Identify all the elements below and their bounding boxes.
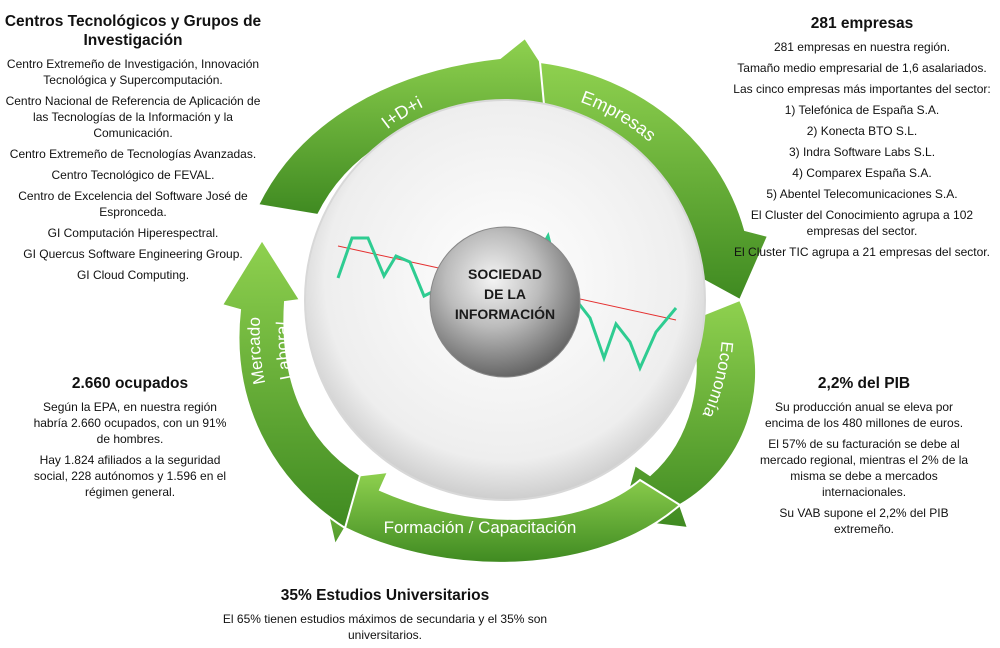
arrow-economia — [618, 298, 758, 530]
center-label-1: SOCIEDAD — [468, 266, 542, 282]
centros-item: GI Quercus Software Engineering Group. — [23, 247, 243, 261]
centros-item: Centro Tecnológico de FEVAL. — [51, 168, 215, 182]
ocupados-text-1: Según la EPA, en nuestra región habría 2… — [33, 400, 227, 446]
arrow-mercado — [220, 238, 362, 530]
centros-item: Centro de Excelencia del Software José d… — [18, 189, 248, 219]
empresas-list-item: 3) Indra Software Labs S.L. — [788, 145, 936, 159]
estudios-title: 35% Estudios Universitarios — [280, 587, 490, 604]
estudios-text: El 65% tienen estudios máximos de secund… — [222, 612, 548, 642]
pib-block: 2,2% del PIB Su producción anual se elev… — [754, 374, 974, 542]
segment-label-laboral: Laboral — [273, 321, 296, 381]
empresas-list-item: 2) Konecta BTO S.L. — [806, 124, 918, 138]
arrow-formacion — [318, 470, 682, 564]
centros-title: Centros Tecnológicos y Grupos de Investi… — [4, 13, 262, 49]
empresas-text-1: 281 empresas en nuestra región. — [773, 40, 951, 54]
centros-item: Centro Nacional de Referencia de Aplicac… — [5, 94, 261, 140]
empresas-text-2: Tamaño medio empresarial de 1,6 asalaria… — [737, 61, 987, 75]
ocupados-text-2: Hay 1.824 afiliados a la seguridad socia… — [33, 453, 227, 499]
center-label-2: DE LA — [484, 286, 526, 302]
empresas-text-5: El Cluster TIC agrupa a 21 empresas del … — [734, 245, 990, 259]
empresas-list-item: 4) Comparex España S.A. — [792, 166, 932, 180]
centros-item: GI Computación Hiperespectral. — [47, 226, 219, 240]
empresas-list-item: 5) Abentel Telecomunicaciones S.A. — [766, 187, 958, 201]
empresas-title: 281 empresas — [810, 15, 914, 32]
centros-item: Centro Extremeño de Tecnologías Avanzada… — [9, 147, 257, 161]
pib-text-2: El 57% de su facturación se debe al merc… — [759, 437, 969, 499]
segment-label-formacion: Formación / Capacitación — [384, 518, 577, 537]
empresas-list-item: 1) Telefónica de España S.A. — [784, 103, 940, 117]
pib-title: 2,2% del PIB — [817, 375, 911, 392]
ocupados-block: 2.660 ocupados Según la EPA, en nuestra … — [30, 374, 230, 505]
estudios-block: 35% Estudios Universitarios El 65% tiene… — [190, 586, 580, 648]
empresas-text-4: El Cluster del Conocimiento agrupa a 102… — [750, 208, 974, 238]
pib-text-3: Su VAB supone el 2,2% del PIB extremeño. — [779, 506, 949, 536]
empresas-text-3: Las cinco empresas más importantes del s… — [733, 82, 991, 96]
pib-text-1: Su producción anual se eleva por encima … — [764, 400, 964, 430]
centros-item: GI Cloud Computing. — [76, 268, 190, 282]
ocupados-title: 2.660 ocupados — [71, 375, 189, 392]
centros-block: Centros Tecnológicos y Grupos de Investi… — [2, 12, 264, 288]
empresas-block: 281 empresas 281 empresas en nuestra reg… — [728, 14, 996, 265]
center-label-3: INFORMACIÓN — [455, 305, 555, 322]
center-sphere — [429, 226, 581, 378]
centros-item: Centro Extremeño de Investigación, Innov… — [6, 57, 260, 87]
